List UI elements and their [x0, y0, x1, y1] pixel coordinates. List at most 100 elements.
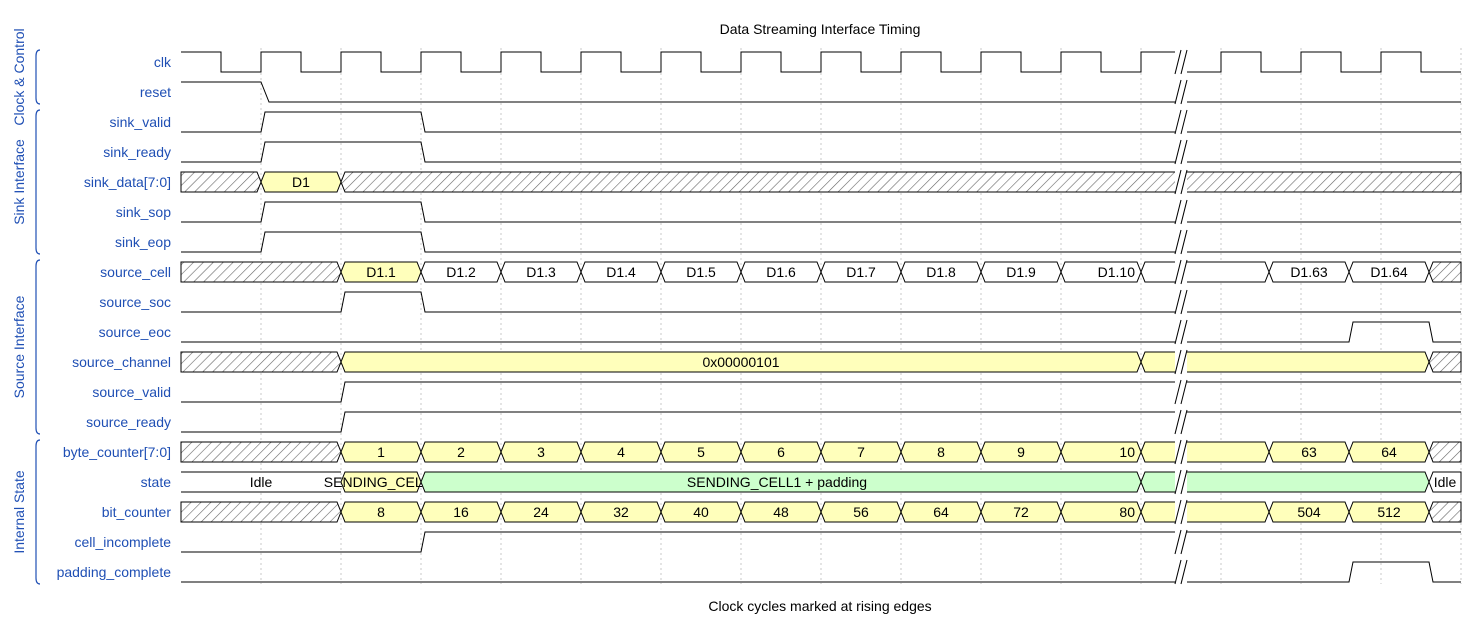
- group-label: Sink Interface: [11, 139, 27, 225]
- group-brace: [35, 109, 41, 255]
- break-mark: [1180, 109, 1188, 135]
- signal-label: padding_complete: [57, 564, 172, 580]
- break-gap: [1175, 108, 1187, 136]
- bus-segment: [340, 171, 1462, 193]
- wave-reset: [181, 81, 1461, 103]
- break-mark: [1180, 139, 1188, 165]
- bus-value: 16: [453, 504, 469, 520]
- break-gap: [1175, 228, 1187, 256]
- signal-label: sink_ready: [103, 144, 171, 160]
- break-mark: [1174, 139, 1182, 165]
- bus-segment: [1140, 441, 1270, 463]
- break-mark: [1174, 529, 1182, 555]
- signal-label: source_cell: [100, 264, 171, 280]
- wave-sink-data-7-0-: D1: [180, 171, 1462, 193]
- bus-value: D1.63: [1290, 264, 1328, 280]
- bus-value: D1.10: [1098, 264, 1136, 280]
- bus-value: 4: [617, 444, 625, 460]
- bus-segment: [180, 441, 342, 463]
- break-mark: [1180, 409, 1188, 435]
- logic-wave: [181, 201, 1461, 223]
- logic-wave: [181, 231, 1461, 253]
- signal-label: clk: [154, 54, 172, 70]
- bus-segment: [1428, 501, 1462, 523]
- bus-value: 6: [777, 444, 785, 460]
- logic-wave: [181, 81, 1461, 103]
- bus-value: 9: [1017, 444, 1025, 460]
- bus-value: D1.9: [1006, 264, 1036, 280]
- logic-wave: [181, 531, 1461, 553]
- wave-source-eoc: [181, 321, 1461, 343]
- break-mark: [1174, 169, 1182, 195]
- break-gap: [1175, 48, 1187, 76]
- logic-wave: [181, 381, 1461, 403]
- bus-value: D1.6: [766, 264, 796, 280]
- logic-wave: [181, 141, 1461, 163]
- bus-value: 5: [697, 444, 705, 460]
- bus-segment: [180, 171, 262, 193]
- break-mark: [1174, 199, 1182, 225]
- bus-value: D1.1: [366, 264, 396, 280]
- signal-label: cell_incomplete: [75, 534, 172, 550]
- group-label: Source Interface: [11, 295, 27, 398]
- bus-value: Idle: [250, 474, 273, 490]
- bus-value: 0x00000101: [702, 354, 779, 370]
- break-mark: [1174, 79, 1182, 105]
- bus-value: 10: [1119, 444, 1135, 460]
- wave-cell-incomplete: [181, 531, 1461, 553]
- signal-label: sink_data[7:0]: [84, 174, 171, 190]
- bus-value: 2: [457, 444, 465, 460]
- signal-label: source_soc: [99, 294, 171, 310]
- signal-label: source_valid: [92, 384, 171, 400]
- break-mark: [1180, 79, 1188, 105]
- wave-padding-complete: [181, 561, 1461, 583]
- break-mark: [1174, 349, 1182, 375]
- break-mark: [1180, 439, 1188, 465]
- break-gap: [1175, 468, 1187, 496]
- signal-label: byte_counter[7:0]: [63, 444, 171, 460]
- signal-label: source_eoc: [99, 324, 171, 340]
- break-mark: [1180, 259, 1188, 285]
- break-mark: [1174, 49, 1182, 75]
- break-gap: [1175, 168, 1187, 196]
- wave-source-valid: [181, 381, 1461, 403]
- logic-wave: [181, 561, 1461, 583]
- break-mark: [1180, 529, 1188, 555]
- break-gap: [1175, 378, 1187, 406]
- group-label: Internal State: [11, 470, 27, 553]
- break-mark: [1174, 469, 1182, 495]
- group-brace: [35, 49, 41, 105]
- signal-label: source_ready: [86, 414, 171, 430]
- break-gap: [1175, 198, 1187, 226]
- bus-value: 56: [853, 504, 869, 520]
- bus-value: 80: [1119, 504, 1135, 520]
- break-mark: [1180, 229, 1188, 255]
- break-mark: [1174, 499, 1182, 525]
- break-mark: [1174, 109, 1182, 135]
- wave-source-soc: [181, 291, 1461, 313]
- bus-segment: [180, 351, 342, 373]
- signal-label: bit_counter: [102, 504, 172, 520]
- bus-value: 7: [857, 444, 865, 460]
- logic-wave: [181, 111, 1461, 133]
- break-mark: [1180, 199, 1188, 225]
- diagram-footer: Clock cycles marked at rising edges: [708, 598, 931, 614]
- bus-value: 32: [613, 504, 629, 520]
- break-mark: [1174, 229, 1182, 255]
- break-mark: [1174, 559, 1182, 585]
- break-gap: [1175, 348, 1187, 376]
- bus-segment: [1140, 261, 1270, 283]
- break-mark: [1174, 259, 1182, 285]
- bus-value: 63: [1301, 444, 1317, 460]
- break-mark: [1180, 49, 1188, 75]
- signal-labels: clkresetsink_validsink_readysink_data[7:…: [57, 54, 172, 580]
- group-label: Clock & Control: [11, 28, 27, 125]
- bus-value: D1.5: [686, 264, 716, 280]
- break-gap: [1175, 498, 1187, 526]
- bus-value: 24: [533, 504, 549, 520]
- bus-value: 64: [933, 504, 949, 520]
- bus-value: 40: [693, 504, 709, 520]
